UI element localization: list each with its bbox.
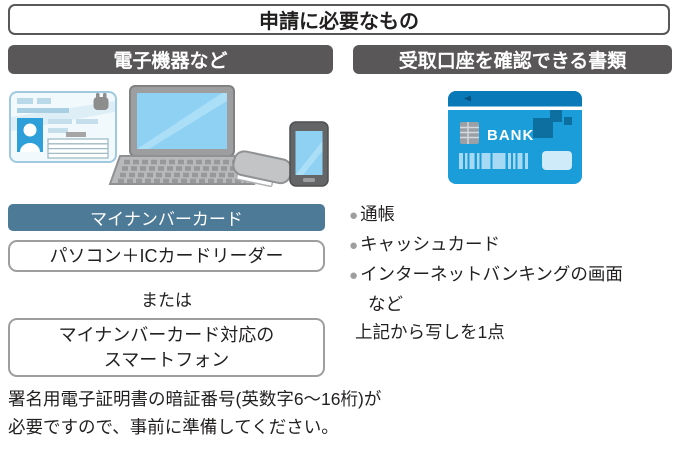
bullet-icon: ● [349,207,359,224]
list-item: ● インターネットバンキングの画面 [349,260,679,290]
bank-card-illustration: BANK [448,91,582,184]
bullet-icon: ● [349,237,359,254]
footer-note: 署名用電子証明書の暗証番号(英数字6～16桁)が 必要ですので、事前に準備してく… [8,385,428,441]
barcode [459,153,528,169]
page-title: 申請に必要なもの [8,4,670,35]
left-column-header: 電子機器など [8,45,333,74]
list-item-continuation: など [368,294,403,314]
bank-logo-icon [533,110,572,138]
bullet-icon: ● [349,267,359,284]
keyboard [118,159,246,184]
footer-note-line1: 署名用電子証明書の暗証番号(英数字6～16桁)が [8,389,382,409]
bank-label: BANK [487,127,534,144]
page-title-text: 申請に必要なもの [259,11,419,33]
left-column-header-text: 電子機器など [113,51,228,72]
smartphone-illustration [289,121,329,187]
mynumber-card-subheader: マイナンバーカード [8,204,325,231]
card-table [47,138,109,159]
footer-note-line2: 必要ですので、事前に準備してください。 [8,417,339,437]
copy-note: 上記から写しを1点 [355,322,505,342]
my-number-card-illustration [9,91,117,163]
account-documents-list: ● 通帳 ● キャッシュカード ● インターネットバンキングの画面 など 上記か… [349,200,679,346]
electronic-devices-illustration [9,85,329,188]
list-item-text: 通帳 [360,204,396,224]
list-item: ● 通帳 [349,200,679,230]
home-button [303,178,315,182]
arrow-icon [464,95,471,102]
card-top-stripe [448,91,582,107]
right-column-header: 受取口座を確認できる書類 [353,45,672,74]
list-item-text: キャッシュカード [360,234,501,254]
photo-area [17,118,43,152]
mynumber-card-subheader-text: マイナンバーカード [90,210,243,229]
chip-icon [460,122,479,144]
rabbit-mascot-icon [93,93,109,110]
option-smartphone-text-line1: マイナンバーカード対応の [58,324,275,345]
option-pc-reader-text: パソコン＋ICカードリーダー [49,245,284,266]
list-item: ● キャッシュカード [349,230,679,260]
signature-box [542,151,572,170]
option-pc-reader-box: パソコン＋ICカードリーダー [8,240,325,272]
or-label: または [141,291,192,310]
list-item-text: インターネットバンキングの画面 [360,264,623,284]
option-smartphone-text-line2: スマートフォン [103,349,230,370]
right-column-header-text: 受取口座を確認できる書類 [398,51,627,72]
option-smartphone-box: マイナンバーカード対応の スマートフォン [8,318,325,377]
laptop-illustration [108,85,272,185]
